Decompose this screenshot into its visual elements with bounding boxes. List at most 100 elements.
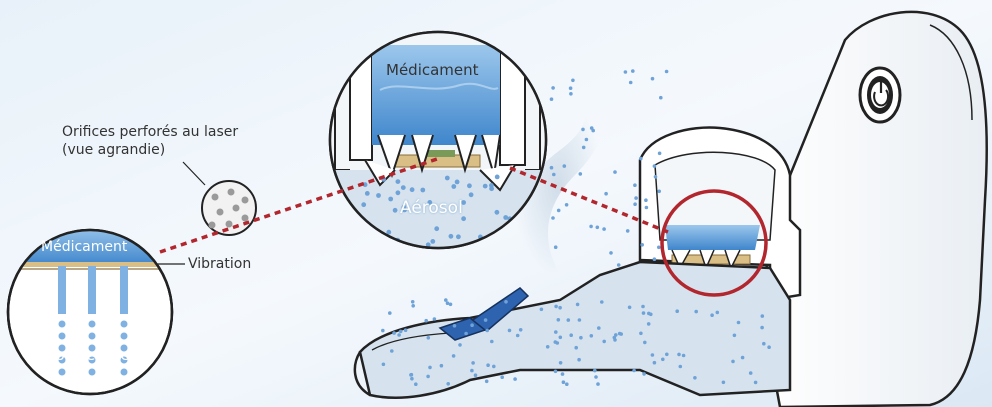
aerosol-dot — [361, 202, 366, 207]
aerosol-dot — [644, 198, 648, 202]
aerosol-dot — [579, 172, 583, 176]
aerosol-dot — [694, 310, 698, 314]
aerosol-dot — [628, 306, 632, 310]
aerosol-dot — [486, 363, 490, 367]
aerosol-dot — [577, 358, 581, 362]
aerosol-dot — [716, 311, 720, 315]
droplet-dot — [89, 369, 96, 376]
aerosol-dot — [645, 206, 649, 210]
aerosol-dot — [643, 341, 647, 345]
aerosol-dot — [571, 79, 575, 83]
aerosol-dot — [554, 370, 558, 374]
aerosol-dot — [470, 369, 474, 373]
label-aerosol: Aérosol — [400, 200, 463, 217]
droplet-dot — [59, 333, 66, 340]
aerosol-dot — [631, 69, 635, 73]
aerosol-dot — [651, 353, 655, 357]
aerosol-dot — [754, 381, 758, 385]
aerosol-dot — [578, 318, 582, 322]
power-icon — [860, 68, 900, 122]
aerosol-dot — [633, 202, 637, 206]
aerosol-dot — [469, 192, 474, 197]
aerosol-dot — [596, 382, 600, 386]
aerosol-dot — [665, 70, 669, 74]
aerosol-dot — [433, 317, 437, 321]
aerosol-dot — [388, 311, 392, 315]
aerosol-dot — [399, 330, 403, 334]
aerosol-dot — [449, 234, 454, 239]
aerosol-dot — [559, 336, 563, 340]
aerosol-dot — [693, 376, 697, 380]
aerosol-dot — [392, 331, 396, 335]
aerosol-dot — [613, 170, 617, 174]
aerosol-dot — [382, 363, 386, 367]
aerosol-dot — [653, 257, 657, 261]
aerosol-dot — [376, 193, 381, 198]
aerosol-dot — [410, 377, 414, 381]
aerosol-dot — [451, 184, 456, 189]
aerosol-dot — [596, 226, 600, 230]
aerosol-dot — [495, 175, 500, 180]
aerosol-dot — [762, 342, 766, 346]
aerosol-dot — [561, 372, 565, 376]
aerosol-dot — [409, 373, 413, 377]
aerosol-dot — [658, 152, 662, 156]
aerosol-dot — [562, 380, 566, 384]
reservoir-medication — [665, 225, 760, 250]
aerosol-dot — [551, 216, 555, 220]
aerosol-dot — [617, 263, 621, 267]
aerosol-dot — [640, 243, 644, 247]
aerosol-dot — [639, 157, 643, 161]
aerosol-dot — [485, 329, 489, 333]
aerosol-dot — [401, 185, 406, 190]
aerosol-dot — [604, 192, 608, 196]
aerosol-dot — [602, 227, 606, 231]
aerosol-dot — [731, 360, 735, 364]
aerosol-dot — [665, 353, 669, 357]
aerosol-dot — [585, 138, 589, 142]
aerosol-dot — [489, 186, 494, 191]
aerosol-dot — [574, 346, 578, 350]
aerosol-dot — [639, 332, 643, 336]
aerosol-dot — [634, 196, 638, 200]
aerosol-dot — [760, 326, 764, 330]
droplet-dot — [89, 321, 96, 328]
aerosol-dot — [590, 126, 594, 130]
aerosol-dot — [567, 318, 571, 322]
aerosol-dot — [508, 329, 512, 333]
aerosol-dot — [657, 190, 661, 194]
aerosol-dot — [629, 81, 633, 85]
aerosol-dot — [424, 319, 428, 323]
aerosol-dot — [396, 179, 401, 184]
aerosol-dot — [659, 96, 663, 100]
aerosol-dot — [609, 251, 613, 255]
aerosol-dot — [554, 245, 558, 249]
droplet-dot — [59, 369, 66, 376]
aerosol-dot — [641, 305, 645, 309]
aerosol-dot — [420, 188, 425, 193]
aerosol-dot — [710, 313, 714, 317]
aerosol-dot — [569, 92, 573, 96]
aerosol-dot — [540, 308, 544, 312]
aerosol-dot — [593, 369, 597, 373]
aerosol-dot — [503, 215, 508, 220]
label-vibration: Vibration — [188, 256, 251, 273]
aerosol-dot — [458, 343, 462, 347]
label-orifices-sub: (vue agrandie) — [62, 142, 165, 159]
aerosol-dot — [558, 306, 562, 310]
aerosol-dot — [434, 226, 439, 231]
aerosol-dot — [761, 314, 765, 318]
aerosol-dot — [675, 309, 679, 313]
aerosol-dot — [581, 128, 585, 132]
aerosol-dot — [554, 330, 558, 334]
aerosol-dot — [552, 173, 556, 177]
aerosol-dot — [456, 234, 461, 239]
aerosol-dot — [470, 323, 474, 327]
aerosol-dot — [445, 176, 450, 181]
aerosol-dot — [626, 229, 630, 233]
aerosol-dot — [679, 365, 683, 369]
aerosol-dot — [554, 340, 558, 344]
aerosol-dot — [653, 164, 657, 168]
aerosol-dot — [453, 324, 457, 328]
